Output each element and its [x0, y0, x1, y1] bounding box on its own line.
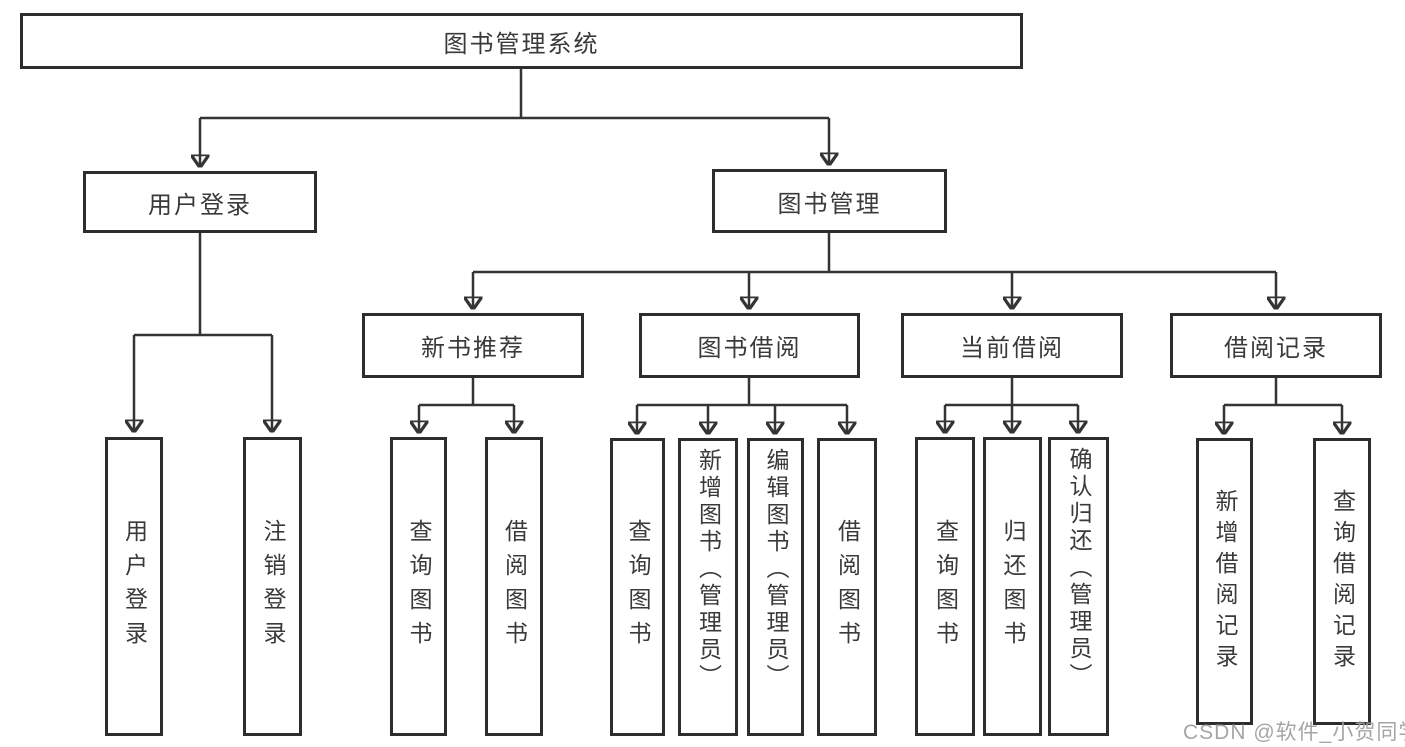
leaf-add-books-admin-label: 新增图书（管理员）	[695, 448, 722, 691]
leaf-query-books-recommend-label: 查询图书	[406, 518, 432, 655]
leaf-add-books-admin: 新增图书（管理员）	[678, 438, 738, 736]
node-current-borrow-label: 当前借阅	[960, 335, 1064, 362]
node-new-book-recommend-label: 新书推荐	[421, 335, 525, 362]
leaf-edit-books-admin-label: 编辑图书（管理员）	[763, 448, 789, 691]
leaf-query-books-borrow: 查询图书	[610, 438, 665, 736]
node-root: 图书管理系统	[20, 13, 1023, 69]
leaf-query-books-current: 查询图书	[915, 437, 975, 736]
node-borrow-records-label: 借阅记录	[1224, 335, 1328, 362]
leaf-borrow-books-label: 借阅图书	[834, 519, 861, 655]
leaf-logout-label: 注销登录	[260, 518, 286, 655]
leaf-query-borrow-record-label: 查询借阅记录	[1329, 488, 1356, 675]
node-book-management-label: 图书管理	[777, 190, 882, 218]
leaf-return-books-label: 归还图书	[1000, 518, 1026, 655]
leaf-confirm-return-admin-label: 确认归还（管理员）	[1066, 447, 1092, 690]
leaf-logout: 注销登录	[243, 437, 302, 736]
leaf-user-login: 用户登录	[105, 437, 163, 736]
node-user-login-label: 用户登录	[148, 191, 252, 219]
leaf-edit-books-admin: 编辑图书（管理员）	[747, 438, 804, 736]
csdn-watermark: CSDN @软件_小贺同学	[1183, 721, 1405, 744]
leaf-query-books-recommend: 查询图书	[390, 437, 447, 736]
node-root-label: 图书管理系统	[443, 30, 600, 58]
leaf-query-books-current-label: 查询图书	[932, 518, 959, 655]
node-book-borrow-label: 图书借阅	[697, 335, 802, 362]
leaf-borrow-books: 借阅图书	[817, 438, 877, 736]
leaf-query-borrow-record: 查询借阅记录	[1313, 438, 1371, 725]
leaf-confirm-return-admin: 确认归还（管理员）	[1048, 437, 1109, 736]
leaf-add-borrow-record: 新增借阅记录	[1196, 438, 1253, 725]
leaf-borrow-books-recommend: 借阅图书	[485, 437, 543, 736]
node-user-login: 用户登录	[83, 171, 317, 233]
node-new-book-recommend: 新书推荐	[362, 313, 584, 378]
node-book-management: 图书管理	[712, 169, 947, 233]
leaf-user-login-label: 用户登录	[121, 518, 148, 655]
node-book-borrow: 图书借阅	[639, 313, 860, 378]
leaf-borrow-books-recommend-label: 借阅图书	[501, 518, 528, 655]
leaf-query-books-borrow-label: 查询图书	[625, 519, 651, 655]
leaf-add-borrow-record-label: 新增借阅记录	[1212, 488, 1238, 675]
node-borrow-records: 借阅记录	[1170, 313, 1382, 378]
node-current-borrow: 当前借阅	[901, 313, 1123, 378]
leaf-return-books: 归还图书	[983, 437, 1042, 736]
